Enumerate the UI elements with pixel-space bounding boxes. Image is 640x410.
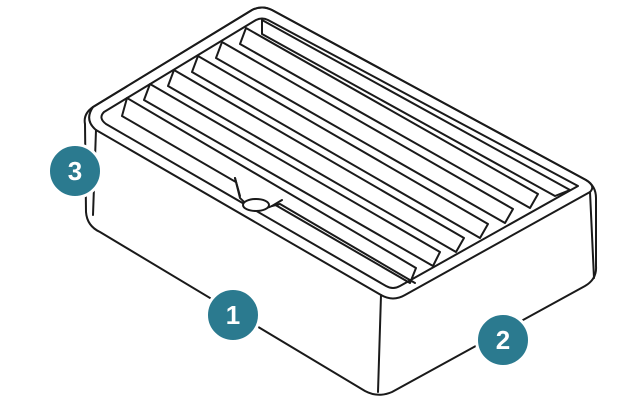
slot-divider xyxy=(239,27,539,209)
notch-edge-left xyxy=(234,177,241,197)
slot-divider xyxy=(191,55,489,239)
cable-hole xyxy=(242,198,270,212)
callout-badge-3: 3 xyxy=(47,143,103,199)
tray-corner-front xyxy=(377,294,382,393)
tray-rim-inner xyxy=(100,17,579,289)
slot-divider xyxy=(143,83,441,267)
slot-divider xyxy=(215,41,514,224)
callout-badge-1: 1 xyxy=(205,287,261,343)
slot-divider xyxy=(261,19,571,197)
slot-divider xyxy=(121,97,417,284)
tray-corner-right xyxy=(589,191,595,279)
notch-edge-right xyxy=(271,203,416,284)
slot-dividers xyxy=(121,19,571,284)
slot-divider xyxy=(167,69,465,253)
callout-badge-2: 2 xyxy=(475,312,531,368)
